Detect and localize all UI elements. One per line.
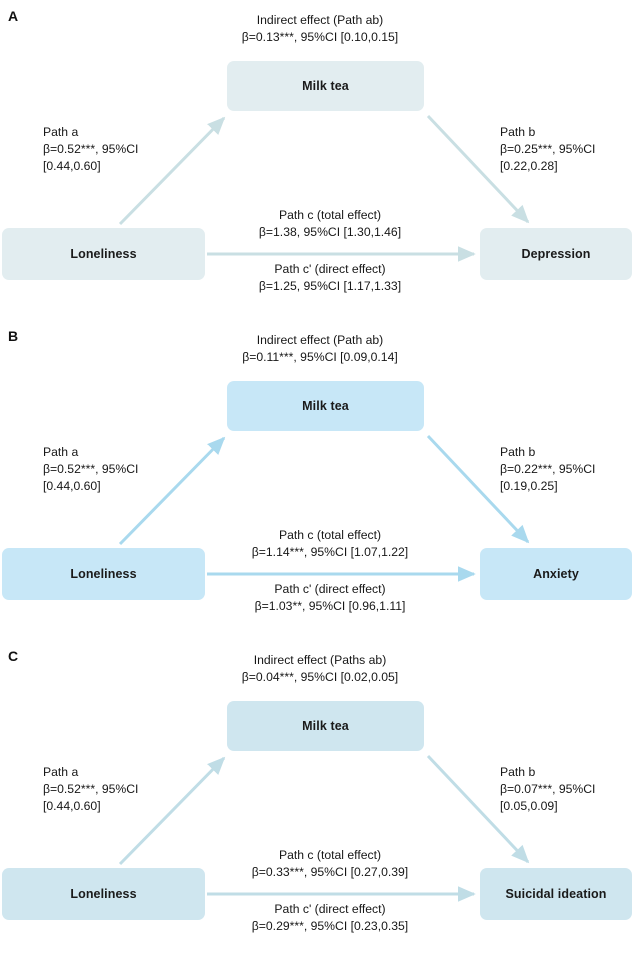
path-b-line2: [0.19,0.25] <box>500 479 558 493</box>
path-b-line1: β=0.22***, 95%CI <box>500 462 596 476</box>
node-mediator-milk-tea[interactable]: Milk tea <box>227 701 424 751</box>
label-indirect-effect: Indirect effect (Path ab) β=0.13***, 95%C… <box>148 12 492 46</box>
node-mediator-milk-tea[interactable]: Milk tea <box>227 61 424 111</box>
panel-c: C Milk tea Loneliness Suicidal ideation … <box>0 640 640 960</box>
panel-letter-a: A <box>8 8 19 24</box>
label-path-c-prime: Path c' (direct effect) β=0.29***, 95%CI … <box>178 901 482 935</box>
node-label-outcome: Depression <box>521 247 591 261</box>
path-a-line1: β=0.52***, 95%CI <box>43 462 139 476</box>
node-label-mediator: Milk tea <box>302 719 349 733</box>
node-label-predictor: Loneliness <box>70 887 137 901</box>
label-path-b: Path b β=0.25***, 95%CI [0.22,0.28] <box>500 124 640 175</box>
path-b-title: Path b <box>500 125 536 139</box>
path-a-title: Path a <box>43 765 79 779</box>
label-indirect-effect: Indirect effect (Path ab) β=0.11***, 95%C… <box>148 332 492 366</box>
label-path-c: Path c (total effect) β=0.33***, 95%CI [0… <box>178 847 482 881</box>
label-path-a: Path a β=0.52***, 95%CI [0.44,0.60] <box>43 124 233 175</box>
label-path-c-prime: Path c' (direct effect) β=1.03**, 95%CI [… <box>178 581 482 615</box>
panel-a: A Milk tea Loneliness Depression Indirec… <box>0 0 640 320</box>
path-c-prime-value: β=1.25, 95%CI [1.17,1.33] <box>258 279 402 293</box>
path-c-value: β=0.33***, 95%CI [0.27,0.39] <box>251 865 409 879</box>
path-c-title: Path c (total effect) <box>278 848 382 862</box>
path-c-prime-title: Path c' (direct effect) <box>274 262 386 276</box>
node-predictor-loneliness[interactable]: Loneliness <box>2 868 205 920</box>
path-c-prime-title: Path c' (direct effect) <box>274 582 386 596</box>
label-path-c: Path c (total effect) β=1.38, 95%CI [1.30… <box>178 207 482 241</box>
path-b-title: Path b <box>500 765 536 779</box>
path-a-line2: [0.44,0.60] <box>43 159 101 173</box>
path-a-line1: β=0.52***, 95%CI <box>43 142 139 156</box>
label-path-b: Path b β=0.07***, 95%CI [0.05,0.09] <box>500 764 640 815</box>
path-c-value: β=1.14***, 95%CI [1.07,1.22] <box>251 545 409 559</box>
label-path-b: Path b β=0.22***, 95%CI [0.19,0.25] <box>500 444 640 495</box>
label-path-a: Path a β=0.52***, 95%CI [0.44,0.60] <box>43 764 233 815</box>
indirect-effect-title: Indirect effect (Path ab) <box>256 13 384 27</box>
panel-letter-b: B <box>8 328 19 344</box>
node-outcome-suicidal-ideation[interactable]: Suicidal ideation <box>480 868 632 920</box>
label-indirect-effect: Indirect effect (Paths ab) β=0.04***, 95%… <box>148 652 492 686</box>
path-c-prime-title: Path c' (direct effect) <box>274 902 386 916</box>
path-c-value: β=1.38, 95%CI [1.30,1.46] <box>258 225 402 239</box>
path-c-prime-value: β=0.29***, 95%CI [0.23,0.35] <box>251 919 409 933</box>
indirect-effect-title: Indirect effect (Paths ab) <box>253 653 387 667</box>
node-label-mediator: Milk tea <box>302 79 349 93</box>
path-a-title: Path a <box>43 125 79 139</box>
label-path-c-prime: Path c' (direct effect) β=1.25, 95%CI [1.… <box>178 261 482 295</box>
path-a-line1: β=0.52***, 95%CI <box>43 782 139 796</box>
node-label-outcome: Suicidal ideation <box>505 887 607 901</box>
node-label-predictor: Loneliness <box>70 567 137 581</box>
indirect-effect-value: β=0.04***, 95%CI [0.02,0.05] <box>241 670 399 684</box>
path-c-title: Path c (total effect) <box>278 528 382 542</box>
path-c-title: Path c (total effect) <box>278 208 382 222</box>
node-label-mediator: Milk tea <box>302 399 349 413</box>
indirect-effect-title: Indirect effect (Path ab) <box>256 333 384 347</box>
indirect-effect-value: β=0.11***, 95%CI [0.09,0.14] <box>242 350 398 364</box>
node-outcome-anxiety[interactable]: Anxiety <box>480 548 632 600</box>
path-b-title: Path b <box>500 445 536 459</box>
path-b-line1: β=0.07***, 95%CI <box>500 782 596 796</box>
path-a-line2: [0.44,0.60] <box>43 479 101 493</box>
panel-letter-c: C <box>8 648 19 664</box>
path-c-prime-value: β=1.03**, 95%CI [0.96,1.11] <box>254 599 406 613</box>
label-path-c: Path c (total effect) β=1.14***, 95%CI [1… <box>178 527 482 561</box>
node-predictor-loneliness[interactable]: Loneliness <box>2 548 205 600</box>
path-b-line2: [0.05,0.09] <box>500 799 558 813</box>
node-mediator-milk-tea[interactable]: Milk tea <box>227 381 424 431</box>
label-path-a: Path a β=0.52***, 95%CI [0.44,0.60] <box>43 444 233 495</box>
node-label-outcome: Anxiety <box>533 567 579 581</box>
panel-b: B Milk tea Loneliness Anxiety Indirect e… <box>0 320 640 640</box>
node-predictor-loneliness[interactable]: Loneliness <box>2 228 205 280</box>
path-b-line2: [0.22,0.28] <box>500 159 558 173</box>
node-outcome-depression[interactable]: Depression <box>480 228 632 280</box>
path-a-title: Path a <box>43 445 79 459</box>
path-a-line2: [0.44,0.60] <box>43 799 101 813</box>
indirect-effect-value: β=0.13***, 95%CI [0.10,0.15] <box>241 30 399 44</box>
path-b-line1: β=0.25***, 95%CI <box>500 142 596 156</box>
node-label-predictor: Loneliness <box>70 247 137 261</box>
